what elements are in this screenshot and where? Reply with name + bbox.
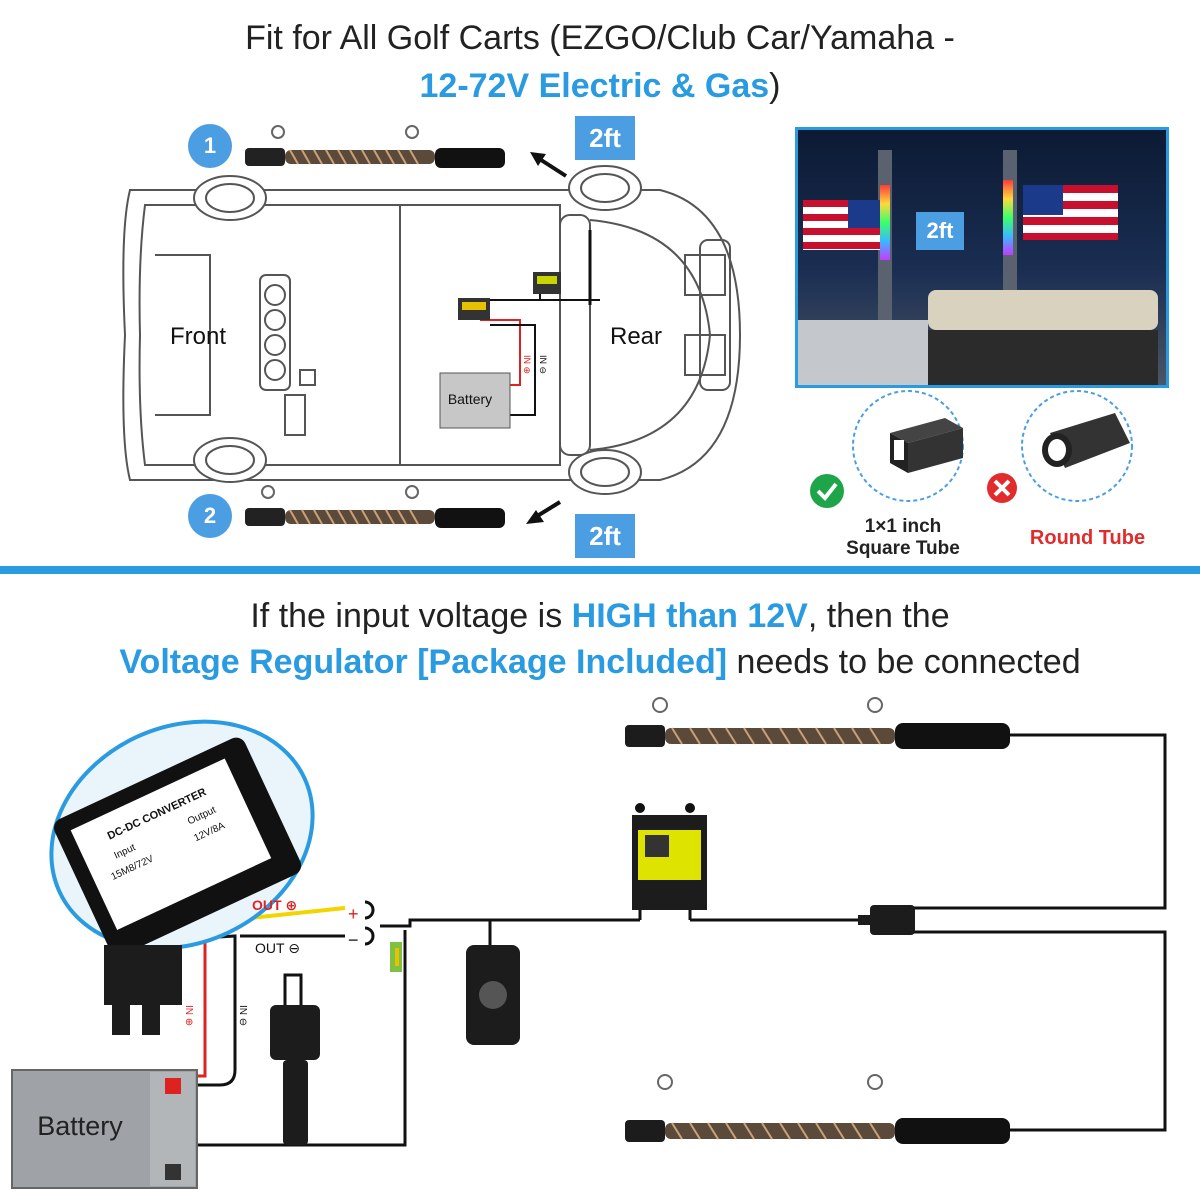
out-positive-label: OUT ⊕: [252, 897, 297, 913]
light-stick-top: [245, 125, 505, 168]
headline-line-1: Fit for All Golf Carts (EZGO/Club Car/Ya…: [0, 16, 1200, 60]
out-negative-label: OUT ⊖: [255, 940, 300, 956]
voltage-note-pre: If the input voltage is: [250, 597, 572, 635]
square-tube-icon: [890, 418, 963, 473]
push-button-switch: [466, 945, 520, 1045]
rear-label: Rear: [610, 323, 662, 350]
remote-switch: [270, 973, 320, 1145]
in-positive-label: IN ⊕: [183, 1005, 194, 1026]
front-label: Front: [170, 323, 226, 350]
arrow-icon-top: [530, 152, 568, 178]
light-stick-bottom: [245, 485, 505, 528]
plus-sign: +: [348, 904, 359, 924]
cart-battery-label: Battery: [448, 391, 492, 407]
length-badge-bottom: 2ft: [575, 514, 635, 558]
marker-1-badge: 1: [188, 124, 232, 168]
battery: [11, 1069, 198, 1189]
controller-box: [632, 803, 707, 910]
round-tube-icon: [1042, 413, 1130, 468]
cart-wheels: [193, 165, 642, 495]
dc-dc-converter: DC-DC CONVERTER Input Output 15M8/72V 12…: [54, 737, 302, 956]
minus-sign: −: [348, 930, 359, 950]
voltage-threshold-highlight: HIGH than 12V: [571, 597, 808, 635]
cart-wire-neg-label: IN ⊖: [538, 355, 548, 374]
tube-options: [810, 390, 1133, 508]
installed-photo: 2ft: [795, 127, 1169, 388]
regulator-highlight: Voltage Regulator [Package Included]: [119, 643, 728, 681]
cart-wire-pos-label: IN ⊕: [522, 355, 532, 374]
in-negative-label: IN ⊖: [237, 1005, 248, 1026]
cart-outline: [122, 189, 742, 481]
y-splitter: [858, 905, 915, 935]
square-tube-size: 1×1 inch: [864, 516, 942, 537]
wiring-diagram: DC-DC CONVERTER Input Output 15M8/72V 12…: [11, 697, 1167, 1189]
marker-2-badge: 2: [188, 494, 232, 538]
light-stick-upper: [625, 697, 1010, 749]
light-stick-lower: [625, 1074, 1010, 1144]
voltage-note-tail: needs to be connected: [727, 643, 1081, 681]
golf-cart-photo-illustration: [798, 150, 1158, 385]
voltage-range-highlight: 12-72V Electric & Gas: [419, 67, 770, 105]
plug-connectors: [364, 900, 402, 972]
round-tube-label: Round Tube: [1029, 527, 1146, 549]
square-tube-label: 1×1 inch Square Tube: [818, 516, 988, 560]
cart-wiring: [439, 230, 600, 429]
arrow-icon-bottom: [526, 500, 562, 524]
section-divider: [0, 566, 1200, 574]
headline-tail: ): [769, 67, 781, 105]
headline-text: Fit for All Golf Carts (EZGO/Club Car/Ya…: [245, 19, 955, 57]
golf-cart-diagram: Front Rear Battery IN ⊕ IN ⊖: [122, 125, 742, 528]
check-icon: [810, 474, 844, 508]
voltage-note-post: , then the: [807, 597, 950, 635]
mounting-bracket: [104, 945, 182, 1035]
headline-line-2: 12-72V Electric & Gas): [0, 64, 1200, 108]
flag-right: [1023, 185, 1118, 240]
photo-length-badge: 2ft: [916, 212, 964, 250]
voltage-note-line-2: Voltage Regulator [Package Included] nee…: [0, 640, 1200, 684]
voltage-note-line-1: If the input voltage is HIGH than 12V, t…: [0, 594, 1200, 638]
battery-label: Battery: [37, 1111, 123, 1141]
length-badge-top: 2ft: [575, 116, 635, 160]
flag-left: [803, 200, 883, 250]
square-tube-name: Square Tube: [846, 538, 960, 559]
